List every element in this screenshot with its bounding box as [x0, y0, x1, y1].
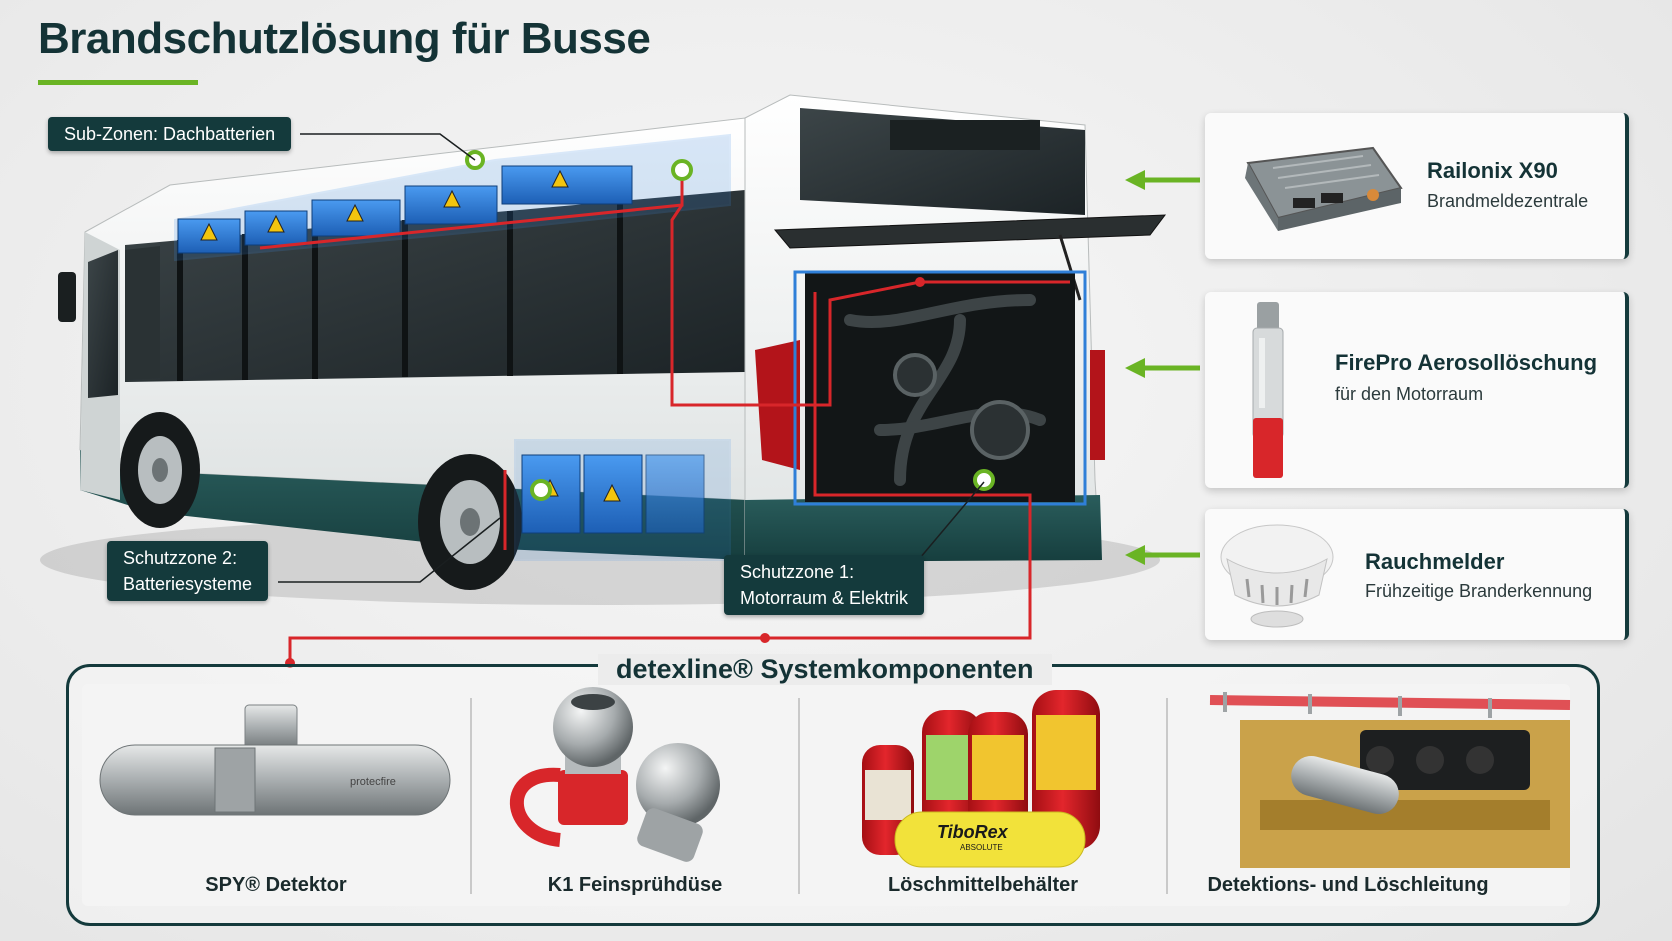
- window-pillars: [177, 201, 623, 381]
- callout-zone1-line1: Schutzzone 1:: [740, 562, 855, 582]
- arrow-left-icon: [1125, 545, 1200, 565]
- underfloor-batteries: [514, 439, 731, 561]
- bus-mirror: [58, 272, 76, 322]
- callout-zone2: Schutzzone 2: Batteriesysteme: [107, 541, 269, 601]
- tank-sub: ABSOLUTE: [960, 843, 1003, 852]
- component-divider: [1166, 698, 1168, 894]
- spy-detector-icon: protecfire: [99, 704, 451, 816]
- callout-roof-batteries: Sub-Zonen: Dachbatterien: [48, 117, 292, 151]
- front-door: [125, 246, 160, 380]
- zone1-outline: [793, 270, 1087, 506]
- smoke-detector-icon: [1220, 524, 1334, 628]
- front-wheel: [120, 412, 200, 528]
- product-desc: Brandmeldezentrale: [1427, 191, 1589, 211]
- title-underline: [38, 80, 198, 85]
- extinguisher-tanks-icon: TiboRex ABSOLUTE: [862, 690, 1100, 868]
- component-label-line: Detektions- und Löschleitung: [1207, 874, 1489, 896]
- arrow-left-icon: [1125, 170, 1200, 190]
- arrow-left-icon: [1125, 358, 1200, 378]
- control-panel-icon: [1245, 146, 1403, 231]
- roof-batteries: [174, 133, 731, 262]
- product-card-smoke-detector: Rauchmelder Frühzeitige Branderkennung: [1205, 509, 1629, 640]
- product-card-firepro: FirePro Aerosollöschung für den Motorrau…: [1205, 292, 1629, 488]
- component-label-spy: SPY® Detektor: [205, 874, 347, 896]
- engine-hatch-lid: [773, 214, 1167, 249]
- callout-leaders: [278, 133, 985, 583]
- bus-windshield: [88, 250, 118, 398]
- callout-zone1-line2: Motorraum & Elektrik: [740, 588, 909, 608]
- tank-brand: TiboRex: [937, 822, 1009, 842]
- aerosol-generator-icon: [1252, 302, 1284, 478]
- sensor-markers: [465, 150, 995, 501]
- component-label-tanks: Löschmittelbehälter: [887, 874, 1079, 896]
- destination-display: [890, 120, 1040, 150]
- component-divider: [798, 698, 800, 894]
- page-title: Brandschutzlösung für Busse: [38, 14, 651, 63]
- tail-light-right: [1090, 350, 1105, 460]
- component-divider: [470, 698, 472, 894]
- system-title: detexline® Systemkomponenten: [598, 654, 1052, 685]
- callout-zone2-line2: Batteriesysteme: [123, 574, 253, 594]
- product-name: Rauchmelder: [1365, 549, 1505, 574]
- product-desc: Frühzeitige Branderkennung: [1365, 581, 1593, 601]
- bus-rear-skirt: [745, 495, 1102, 562]
- spy-engraving: protecfire: [350, 776, 396, 788]
- callout-zone1: Schutzzone 1: Motorraum & Elektrik: [724, 555, 925, 615]
- callout-zone2-line1: Schutzzone 2:: [123, 548, 238, 568]
- spray-nozzle-icon: [509, 687, 720, 862]
- product-name: FirePro Aerosollöschung: [1335, 350, 1598, 375]
- product-desc: für den Motorraum: [1335, 384, 1484, 404]
- component-label-k1: K1 Feinsprühdüse: [547, 874, 723, 896]
- product-card-railonix: Railonix X90 Brandmeldezentrale: [1205, 113, 1629, 259]
- product-name: Railonix X90: [1427, 158, 1558, 183]
- rear-wheel: [418, 454, 522, 590]
- detection-line-icon: [1209, 692, 1571, 868]
